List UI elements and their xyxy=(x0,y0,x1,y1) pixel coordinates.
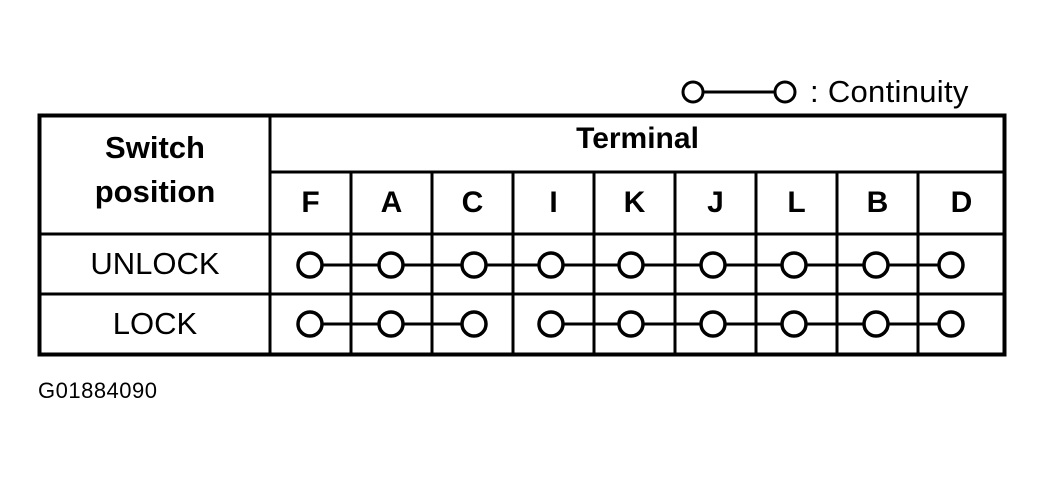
lock-continuity xyxy=(296,310,965,338)
terminal-letter: A xyxy=(380,186,403,219)
terminal-letter: D xyxy=(950,186,973,219)
terminal-letter: K xyxy=(623,186,646,219)
terminal-letter: I xyxy=(549,186,558,219)
terminal-letter: J xyxy=(707,186,724,219)
legend-label: : Continuity xyxy=(810,74,969,109)
terminal-letter: B xyxy=(866,186,889,219)
switch-position-header: Switch position xyxy=(40,126,270,214)
terminal-letter: C xyxy=(461,186,484,219)
legend: : Continuity xyxy=(680,72,969,112)
switch-position-header-line2: position xyxy=(94,174,216,209)
unlock-continuity xyxy=(296,251,965,279)
row-label-unlock: UNLOCK xyxy=(90,246,220,281)
terminal-letter: F xyxy=(301,186,320,219)
continuity-symbol-icon xyxy=(681,80,797,104)
switch-position-header-line1: Switch xyxy=(105,130,205,165)
terminal-header: Terminal xyxy=(576,122,699,155)
figure-id: G01884090 xyxy=(38,378,158,403)
row-label-lock: LOCK xyxy=(112,306,198,341)
terminal-letter: L xyxy=(787,186,806,219)
